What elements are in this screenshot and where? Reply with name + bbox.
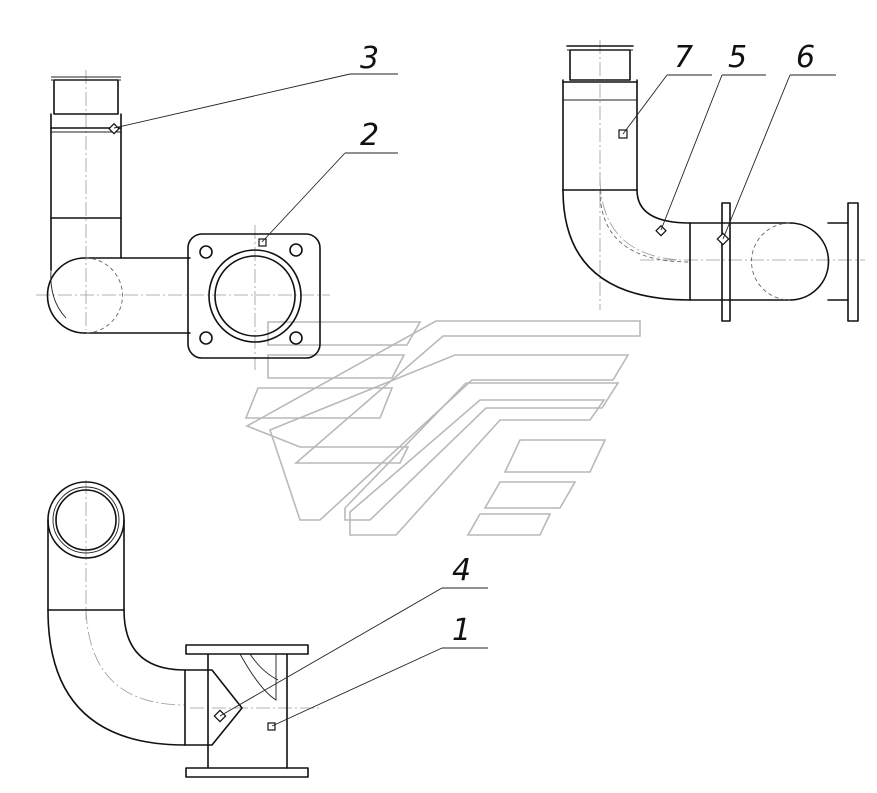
assembly-top-right [562,40,865,322]
callout-1: 1 [271,613,488,727]
assembly-top-left [36,70,330,370]
callout-4-label: 4 [452,553,471,588]
callout-7-label: 7 [674,40,693,75]
callout-3: 3 [113,41,398,129]
callout-2-label: 2 [360,118,379,153]
watermark-logo [244,320,641,536]
callout-3-label: 3 [360,41,379,76]
callout-6: 6 [722,40,836,240]
callout-7: 7 [622,40,712,135]
callout-6-label: 6 [796,40,815,75]
assembly-bottom-left [47,480,320,778]
callout-4: 4 [219,553,488,717]
callout-2: 2 [261,118,398,243]
callout-1-label: 1 [452,613,471,648]
callout-5: 5 [660,40,766,231]
callout-5-label: 5 [728,40,747,75]
